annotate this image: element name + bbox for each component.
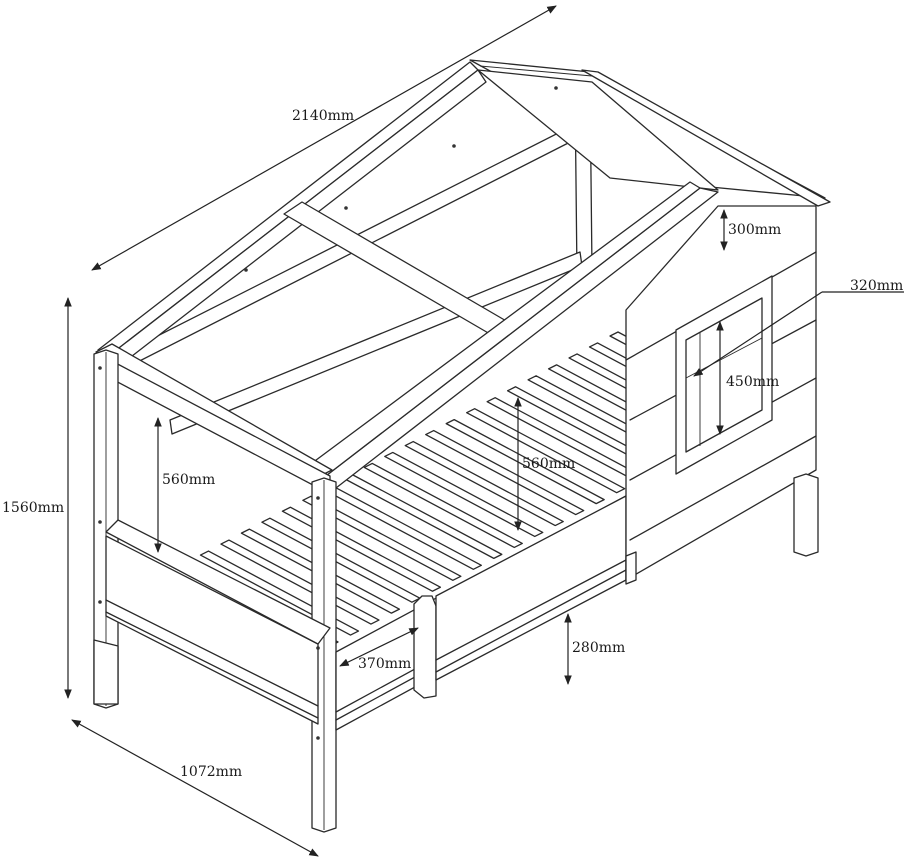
dimension-lines: [64, 5, 904, 857]
slat: [261, 517, 421, 603]
label-gate-opening: 370mm: [358, 656, 411, 672]
dim-line-length: [91, 5, 557, 271]
dimension-labels: 2140mm 1560mm 1072mm 300mm 320mm 450mm 5…: [2, 108, 903, 780]
label-side-opening: 560mm: [522, 456, 575, 472]
label-window-width: 320mm: [850, 278, 903, 294]
slat: [445, 418, 605, 505]
label-left-opening: 560mm: [162, 472, 215, 488]
slat: [302, 495, 462, 581]
dim-line-window-width: [693, 291, 823, 377]
slat: [281, 506, 442, 592]
front-structure: [93, 86, 819, 833]
label-roof-height: 300mm: [728, 222, 781, 238]
slat: [363, 462, 523, 549]
slat: [343, 473, 503, 560]
label-leg-clearance: 280mm: [572, 640, 625, 656]
slat: [466, 408, 626, 494]
label-window-height: 450mm: [726, 374, 779, 390]
slat: [322, 484, 482, 570]
slat: [384, 451, 544, 538]
label-total-length: 2140mm: [292, 108, 354, 124]
dim-line-width: [71, 719, 319, 857]
slat: [425, 429, 585, 516]
label-total-height: 1560mm: [2, 500, 64, 516]
dim-line-gate: [339, 627, 419, 667]
slat: [404, 440, 564, 527]
label-total-width: 1072mm: [180, 764, 242, 780]
